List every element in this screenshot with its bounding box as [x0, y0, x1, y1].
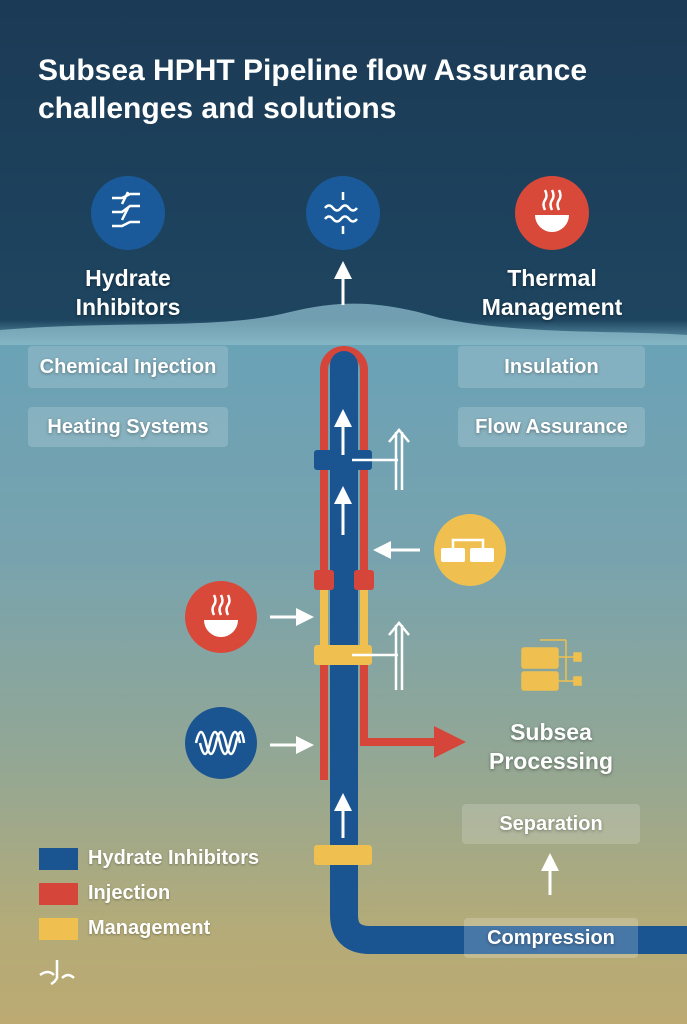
heading-line: Inhibitors	[75, 294, 181, 320]
heading-hydrate-inhibitors: Hydrate Inhibitors	[48, 264, 208, 322]
legend-item-injection: Injection	[39, 882, 170, 905]
branch-arrows-icon	[39, 960, 75, 986]
blue-clamp	[314, 450, 372, 470]
red-clamp	[314, 570, 334, 590]
heading-line: Hydrate	[85, 265, 171, 291]
sea-surface-wave	[0, 303, 687, 345]
box-compression: Compression	[464, 918, 638, 958]
heading-line: Subsea	[510, 719, 592, 745]
legend-label: Management	[88, 917, 211, 939]
heading-line: Thermal	[507, 265, 597, 291]
legend-swatch	[39, 847, 78, 870]
heading-subsea-processing: Subsea Processing	[460, 718, 642, 776]
injection-line	[320, 346, 466, 780]
page-title: Subsea HPHT Pipeline flow Assurance chal…	[38, 54, 588, 125]
box-chemical-injection: Chemical Injection	[28, 346, 228, 388]
yellow-clamp	[314, 645, 372, 665]
legend-item-management: Management	[39, 917, 210, 940]
legend-swatch	[39, 917, 78, 940]
main-pipe	[330, 351, 687, 954]
box-insulation: Insulation	[458, 346, 645, 388]
box-heating-systems: Heating Systems	[28, 407, 228, 447]
processing-equipment-icon	[521, 639, 582, 691]
box-separation: Separation	[462, 804, 640, 844]
legend-label: Hydrate Inhibitors	[88, 847, 260, 869]
hydrate-icon	[91, 176, 165, 250]
heat-bowl-icon	[185, 581, 257, 653]
legend-label: Injection	[88, 882, 171, 904]
legend-swatch	[39, 882, 78, 905]
heading-line: Management	[481, 294, 623, 320]
heading-thermal-management: Thermal Management	[452, 264, 652, 322]
water-flow-icon	[306, 176, 380, 250]
heat-bowl-icon	[515, 176, 589, 250]
yellow-clamp	[314, 845, 372, 865]
box-flow-assurance: Flow Assurance	[458, 407, 645, 447]
legend-item-hydrate: Hydrate Inhibitors	[39, 847, 259, 870]
heading-line: Processing	[489, 748, 613, 774]
double-arrow-icon	[352, 428, 410, 690]
